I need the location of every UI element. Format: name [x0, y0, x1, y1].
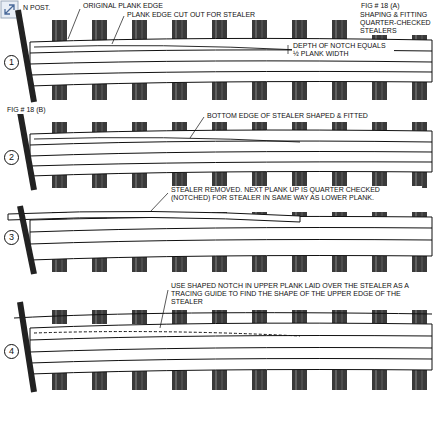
annotation-label: N POST.	[22, 4, 51, 12]
panel-three	[8, 193, 432, 274]
annotation-label: SHAPING & FITTING QUARTER-CHECKED STEALE…	[359, 11, 433, 35]
annotation-label: FIG # 18 (A)	[360, 2, 401, 10]
callout-number: 3	[4, 230, 19, 245]
annotation-label: PLANK EDGE CUT OUT FOR STEALER	[126, 11, 256, 19]
annotation-label: BOTTOM EDGE OF STEALER SHAPED & FITTED	[206, 112, 369, 120]
callout-number: 4	[4, 344, 19, 359]
panel-one	[18, 9, 432, 102]
annotation-label: ORIGINAL PLANK EDGE	[82, 2, 164, 10]
annotation-label: DEPTH OF NOTCH EQUALS ½ PLANK WIDTH	[292, 42, 394, 58]
callout-number: 1	[4, 55, 19, 70]
annotation-label: STEALER REMOVED. NEXT PLANK UP IS QUARTE…	[170, 186, 422, 202]
annotation-label: FIG # 18 (B)	[6, 106, 47, 114]
expand-icon	[1, 1, 18, 18]
annotation-label: USE SHAPED NOTCH IN UPPER PLANK LAID OVE…	[170, 282, 427, 306]
callout-number: 2	[4, 150, 19, 165]
panel-two	[20, 112, 432, 190]
